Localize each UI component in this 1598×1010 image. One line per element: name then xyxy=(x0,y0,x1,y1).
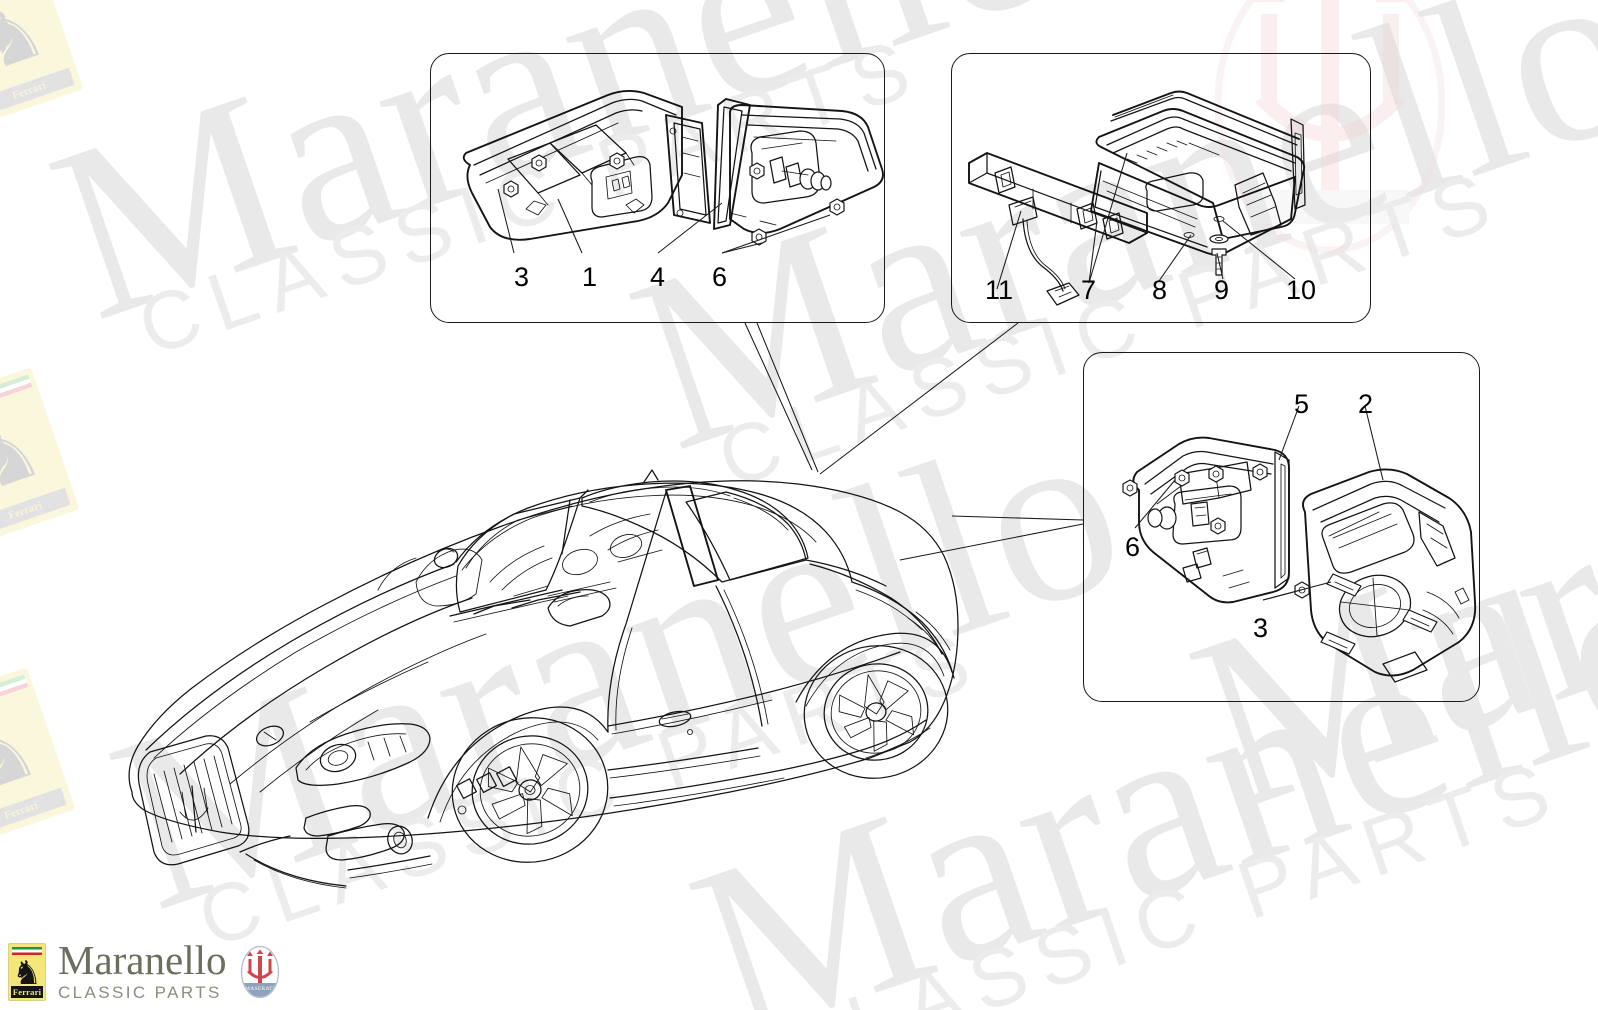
vehicle-line-drawing xyxy=(128,469,959,889)
panel-rear-lamp-unit-left xyxy=(430,53,885,323)
italian-tricolor-stripe xyxy=(12,947,42,955)
ferrari-wordmark: Ferrari xyxy=(11,986,43,998)
drawing-rear-lamp-left xyxy=(462,89,884,254)
callout-number: 6 xyxy=(1125,532,1141,562)
callout-number: 9 xyxy=(1214,275,1230,305)
maserati-logo: MASERATI xyxy=(241,945,280,999)
callout-number: 4 xyxy=(650,262,666,292)
maserati-wordmark: MASERATI xyxy=(246,986,276,992)
callout-number: 3 xyxy=(514,262,530,292)
drawing-rear-lamp-right xyxy=(1122,405,1477,683)
callout-number: 11 xyxy=(985,275,1014,305)
callout-number: 2 xyxy=(1358,389,1374,419)
callout-number: 10 xyxy=(1286,275,1317,305)
prancing-horse-icon: ♞ xyxy=(12,953,42,993)
callout-number: 5 xyxy=(1294,389,1310,419)
ferrari-shield-logo: ♞ Ferrari xyxy=(8,943,46,1001)
drawing-number-plate-lamp xyxy=(968,90,1306,306)
callout-number: 7 xyxy=(1081,275,1097,305)
callout-number: 3 xyxy=(1253,613,1269,643)
brand-tagline: CLASSIC PARTS xyxy=(58,982,222,1002)
callout-number: 6 xyxy=(712,262,728,292)
panel-rear-lamp-unit-right xyxy=(1083,352,1480,702)
brand-name: Maranello xyxy=(58,937,227,984)
brand-footer: ♞ Ferrari Maranello CLASSIC PARTS MASERA… xyxy=(8,940,280,1004)
panel-number-plate-lamp xyxy=(951,53,1371,323)
callout-number: 8 xyxy=(1152,275,1168,305)
callout-number: 1 xyxy=(582,262,598,292)
brand-wordmark-group: Maranello CLASSIC PARTS xyxy=(58,937,227,1003)
